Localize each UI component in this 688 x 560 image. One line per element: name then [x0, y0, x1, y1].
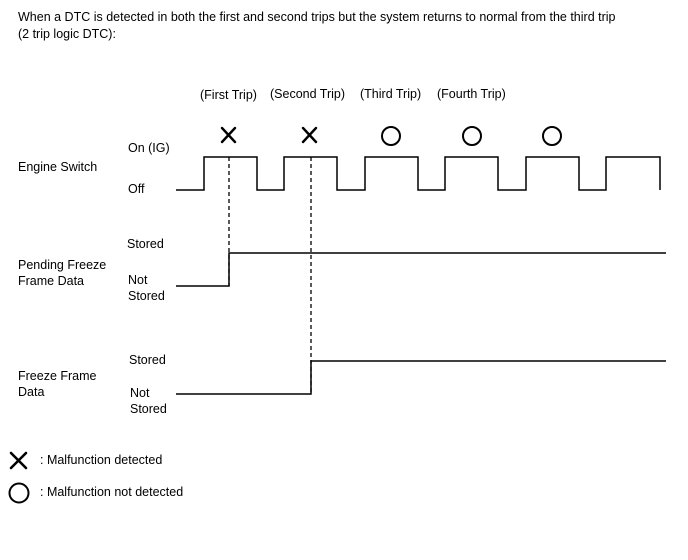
legend-cross-icon [9, 451, 28, 470]
engine-switch-on-label: On (IG) [128, 141, 170, 155]
trip-mark-2-cross-icon [301, 126, 318, 144]
legend-malfunction-detected: : Malfunction detected [40, 453, 162, 467]
engine-switch-label: Engine Switch [18, 160, 97, 174]
trip-label-fourth: (Fourth Trip) [437, 87, 506, 101]
legend-malfunction-not-detected: : Malfunction not detected [40, 485, 183, 499]
trip-mark-5-circle-icon [542, 126, 562, 146]
freeze-frame-label-line-1: Freeze Frame [18, 369, 97, 383]
freeze-frame-stored-label: Stored [129, 353, 166, 367]
trip-mark-1-cross-icon [220, 126, 237, 144]
pending-freeze-not-stored-line-1: Not [128, 273, 148, 287]
trip-label-second: (Second Trip) [270, 87, 345, 101]
caption-line-2: (2 trip logic DTC): [18, 27, 116, 41]
pending-freeze-label-line-1: Pending Freeze [18, 258, 106, 272]
trip-label-third: (Third Trip) [360, 87, 421, 101]
pending-freeze-not-stored-line-2: Stored [128, 289, 165, 303]
freeze-frame-label-line-2: Data [18, 385, 44, 399]
trip-label-first: (First Trip) [200, 88, 257, 102]
pending-freeze-label-line-2: Frame Data [18, 274, 84, 288]
legend-circle-icon [8, 482, 30, 504]
engine-switch-off-label: Off [128, 182, 145, 196]
engine-switch-signal [176, 156, 661, 191]
freeze-frame-signal [176, 360, 666, 395]
caption-line-1: When a DTC is detected in both the first… [18, 10, 616, 24]
pending-freeze-signal [176, 252, 666, 287]
pending-freeze-stored-label: Stored [127, 237, 164, 251]
trip-mark-4-circle-icon [462, 126, 482, 146]
freeze-frame-not-stored-line-1: Not [130, 386, 150, 400]
freeze-frame-not-stored-line-2: Stored [130, 402, 167, 416]
trip-mark-3-circle-icon [381, 126, 401, 146]
